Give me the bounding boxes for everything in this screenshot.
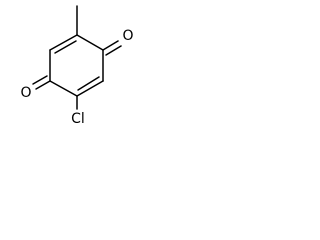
- chlorine-label: Cl: [71, 111, 85, 127]
- bond-carbonyl-top-b: [105, 45, 122, 56]
- bond-c1-c2: [76, 34, 104, 51]
- atom-labels: O O Cl: [20, 28, 133, 127]
- bond-c6-c1: [49, 34, 78, 51]
- oxygen-bottom-label: O: [20, 85, 31, 101]
- bond-c3-c4-double: [77, 76, 100, 91]
- bond-c3-c4: [76, 80, 104, 97]
- bond-c6-c1-double: [54, 40, 77, 54]
- chemical-structure: O O Cl: [20, 5, 134, 127]
- bond-c4-c5: [49, 80, 78, 97]
- oxygen-top-label: O: [122, 28, 133, 44]
- bond-carbonyl-top-a: [102, 40, 119, 51]
- bond-carbonyl-bottom-a: [35, 80, 51, 90]
- ring-bonds: [49, 34, 104, 97]
- substituent-bonds: [32, 5, 122, 110]
- bond-carbonyl-bottom-b: [32, 75, 48, 85]
